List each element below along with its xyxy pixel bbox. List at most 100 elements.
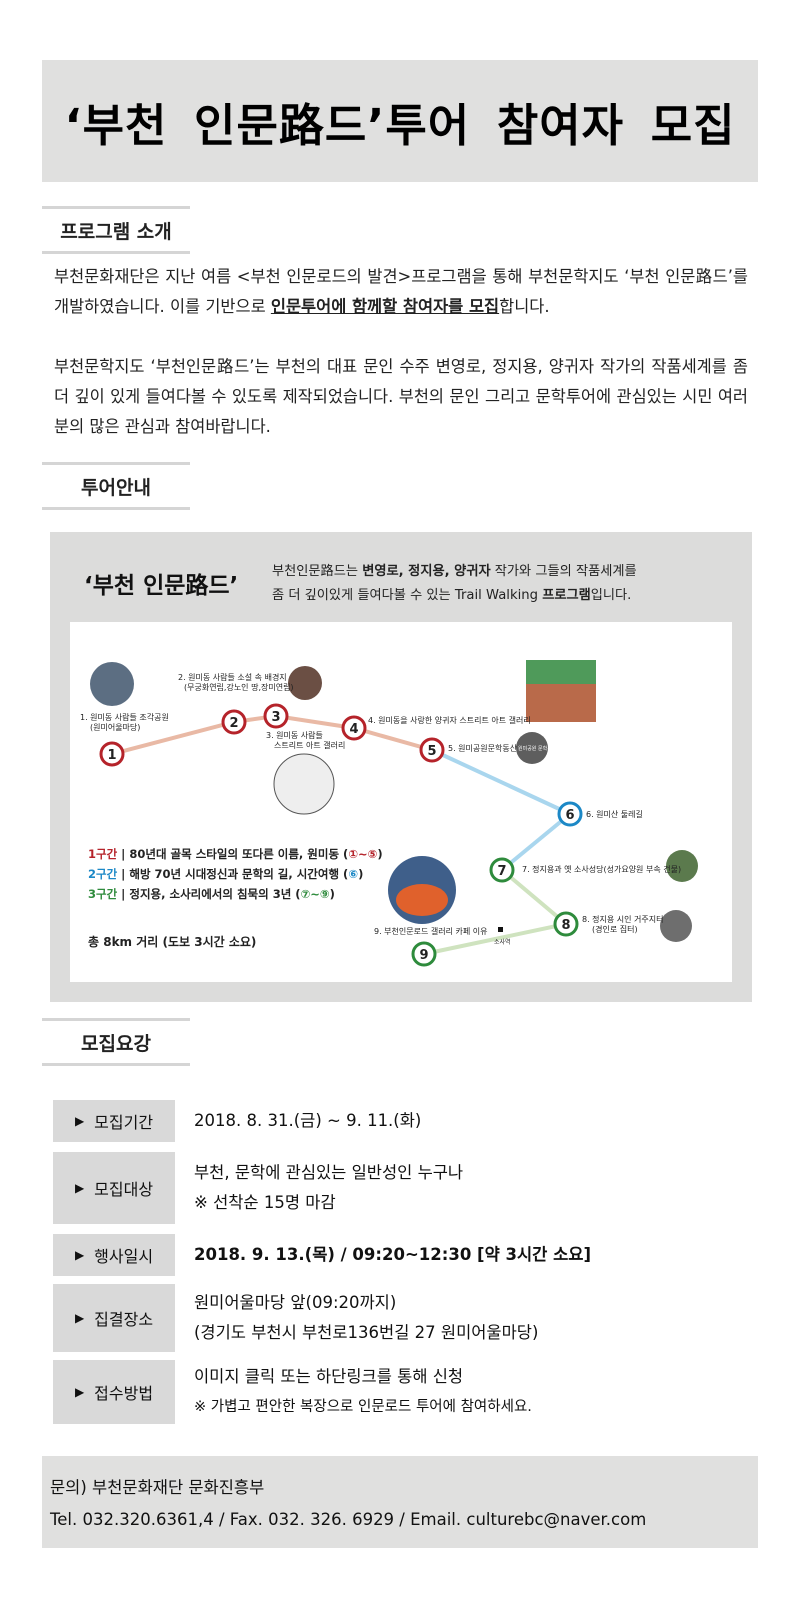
row-line: (경기도 부천시 부천로136번길 27 원미어울마당) [194, 1323, 539, 1342]
stop-sub-8: (경인로 집터) [592, 924, 638, 934]
desc-text: 입니다. [590, 588, 632, 603]
stop-label-9: 9. 부천인문로드 갤러리 카페 이유 [374, 926, 487, 936]
stop-5[interactable]: 5 [419, 737, 445, 763]
page-title: ‘부천 인문路드’투어 참여자 모집 [64, 98, 736, 152]
stop-number: 7 [497, 864, 506, 879]
stop-2[interactable]: 2 [221, 709, 247, 735]
stop-sub-2: (무궁화연립,강노인 땅,장미연립) [184, 682, 294, 692]
row-value-date: 2018. 9. 13.(목) / 09:20~12:30 [약 3시간 소요] [194, 1240, 591, 1270]
row-label-text: 모집기간 [94, 1113, 154, 1132]
tour-box-title: ‘부천 인문路드’ [84, 573, 239, 599]
section-heading-intro: 프로그램 소개 [42, 206, 190, 254]
row-label-place: ▶ 집결장소 [53, 1284, 175, 1352]
legend-line-3: 3구간 | 정지용, 소사리에서의 침묵의 3년 (⑦~⑨) [88, 887, 335, 901]
photo-illustration [273, 753, 335, 815]
row-line[interactable]: 이미지 클릭 또는 하단링크를 통해 신청 [194, 1367, 464, 1386]
row-label-text: 집결장소 [94, 1310, 154, 1329]
stop-9[interactable]: 9 [411, 941, 437, 967]
row-line: 부천, 문학에 관심있는 일반성인 누구나 [194, 1163, 464, 1182]
row-line: 원미어울마당 앞(09:20까지) [194, 1293, 397, 1312]
stop-label-6: 6. 원미산 둘레길 [586, 809, 643, 819]
stop-label-7: 7. 정지용과 옛 소사성당(성가요양원 부속 건물) [522, 864, 681, 874]
triangle-right-icon: ▶ [74, 1248, 85, 1262]
tour-info-box[interactable]: ‘부천 인문路드’ 부천인문路드는 변영로, 정지용, 양귀자 작가와 그들의 … [50, 532, 752, 1002]
row-value-place: 원미어울마당 앞(09:20까지) (경기도 부천시 부천로136번길 27 원미… [194, 1288, 538, 1348]
section-heading-tour: 투어안내 [42, 462, 190, 510]
stop-number: 5 [427, 744, 436, 759]
tour-description: 부천인문路드는 변영로, 정지용, 양귀자 작가와 그들의 작품세계를 좀 더 … [272, 560, 637, 608]
title-banner: ‘부천 인문路드’투어 참여자 모집 [42, 60, 758, 182]
desc-text: 작가와 그들의 작품세계를 [490, 564, 637, 579]
stop-1[interactable]: 1 [99, 741, 125, 767]
photo-trees-canopy [526, 660, 596, 684]
stop-sub-1: (원미어울마당) [90, 722, 140, 732]
contact-footer: 문의) 부천문화재단 문화진흥부 Tel. 032.320.6361,4 / F… [42, 1456, 758, 1548]
stop-number: 2 [229, 716, 238, 731]
stop-label-2: 2. 원미동 사람들 소설 속 배경지 [178, 672, 287, 682]
stop-number: 6 [565, 808, 574, 823]
stop-7[interactable]: 7 [489, 857, 515, 883]
intro-paragraph-1: 부천문화재단은 지난 여름 <부천 인문로드의 발견>프로그램을 통해 부천문학… [54, 262, 748, 322]
intro-paragraph-2: 부천문학지도 ‘부천인문路드’는 부천의 대표 문인 수주 변영로, 정지용, … [54, 357, 748, 436]
triangle-right-icon: ▶ [74, 1181, 85, 1195]
row-value-target: 부천, 문학에 관심있는 일반성인 누구나 ※ 선착순 15명 마감 [194, 1158, 463, 1218]
row-line: 2018. 8. 31.(금) ~ 9. 11.(화) [194, 1111, 422, 1130]
desc-program: 프로그램 [542, 588, 591, 603]
row-label-text: 행사일시 [94, 1247, 154, 1266]
route-map: 원미공원 문학동산 1 2 3 4 5 6 7 8 9 1. 원미동 사람들 조… [70, 622, 732, 982]
distance-label: 총 8km 거리 (도보 3시간 소요) [88, 934, 256, 949]
station-label: 소사역 [494, 938, 511, 946]
row-label-apply: ▶ 접수방법 [53, 1360, 175, 1424]
stop-number: 4 [349, 722, 358, 737]
stop-number: 3 [271, 710, 280, 725]
row-line: 2018. 9. 13.(목) / 09:20~12:30 [약 3시간 소요] [194, 1245, 591, 1264]
stop-3[interactable]: 3 [263, 703, 289, 729]
desc-text: 좀 더 깊이있게 들여다볼 수 있는 Trail Walking [272, 588, 543, 603]
photo-cafe-art-dome [396, 884, 448, 916]
row-line: ※ 선착순 15명 마감 [194, 1193, 336, 1212]
stop-label-1: 1. 원미동 사람들 조각공원 [80, 712, 169, 722]
photo-house [660, 910, 692, 942]
intro-text-a: 부천문화재단은 지난 여름 <부천 인문로드의 발견>프로그램을 통해 부천문학… [54, 267, 748, 316]
stop-number: 8 [561, 918, 570, 933]
triangle-right-icon: ▶ [74, 1114, 85, 1128]
stop-sub-3: 스트리트 아트 갤러리 [274, 740, 345, 750]
legend-line-2: 2구간 | 해방 70년 시대정신과 문학의 길, 시간여행 (⑥) [88, 867, 363, 881]
stop-number: 1 [107, 748, 116, 763]
stop-number: 9 [419, 948, 428, 963]
row-label-target: ▶ 모집대상 [53, 1152, 175, 1224]
photo-statue [90, 662, 134, 706]
triangle-right-icon: ▶ [74, 1385, 85, 1399]
row-value-period: 2018. 8. 31.(금) ~ 9. 11.(화) [194, 1106, 421, 1136]
sign-text: 원미공원 문학동산 [518, 745, 557, 752]
row-line: ※ 가볍고 편안한 복장으로 인문로드 투어에 참여하세요. [194, 1399, 532, 1415]
row-label-text: 접수방법 [94, 1384, 154, 1403]
stop-label-5: 5. 원미공원문학동산 [448, 743, 518, 753]
stop-label-4: 4. 원미동을 사랑한 양귀자 스트리트 아트 갤러리 [368, 715, 531, 725]
stop-label-8: 8. 정지용 시인 거주지터 [582, 914, 664, 924]
desc-text: 부천인문路드는 [272, 564, 363, 579]
stop-8[interactable]: 8 [553, 911, 579, 937]
station-marker [498, 927, 503, 932]
legend-line-1: 1구간 | 80년대 골목 스타일의 또다른 이름, 원미동 (①~⑤) [88, 847, 383, 861]
stop-4[interactable]: 4 [341, 715, 367, 741]
route-segment-2b [500, 812, 572, 872]
contact-dept: 문의) 부천문화재단 문화진흥부 [50, 1478, 265, 1497]
triangle-right-icon: ▶ [74, 1311, 85, 1325]
row-value-apply: 이미지 클릭 또는 하단링크를 통해 신청 ※ 가볍고 편안한 복장으로 인문로드… [194, 1362, 532, 1422]
route-map-svg: 원미공원 문학동산 1 2 3 4 5 6 7 8 9 1. 원미동 사람들 조… [80, 660, 698, 967]
row-label-date: ▶ 행사일시 [53, 1234, 175, 1276]
stop-label-3: 3. 원미동 사람들 [266, 731, 323, 740]
photo-sign [516, 732, 548, 764]
intro-highlight: 인문투어에 함께할 참여자를 모집 [270, 297, 500, 316]
contact-details[interactable]: Tel. 032.320.6361,4 / Fax. 032. 326. 692… [50, 1510, 647, 1529]
stop-6[interactable]: 6 [557, 801, 583, 827]
photo-building [288, 666, 322, 700]
row-label-period: ▶ 모집기간 [53, 1100, 175, 1142]
route-segment-2 [431, 748, 571, 816]
row-label-text: 모집대상 [94, 1180, 154, 1199]
desc-authors: 변영로, 정지용, 양귀자 [362, 564, 491, 579]
section-heading-recruit: 모집요강 [42, 1018, 190, 1066]
intro-text-b: 합니다. [499, 297, 550, 316]
photo-church [666, 850, 698, 882]
